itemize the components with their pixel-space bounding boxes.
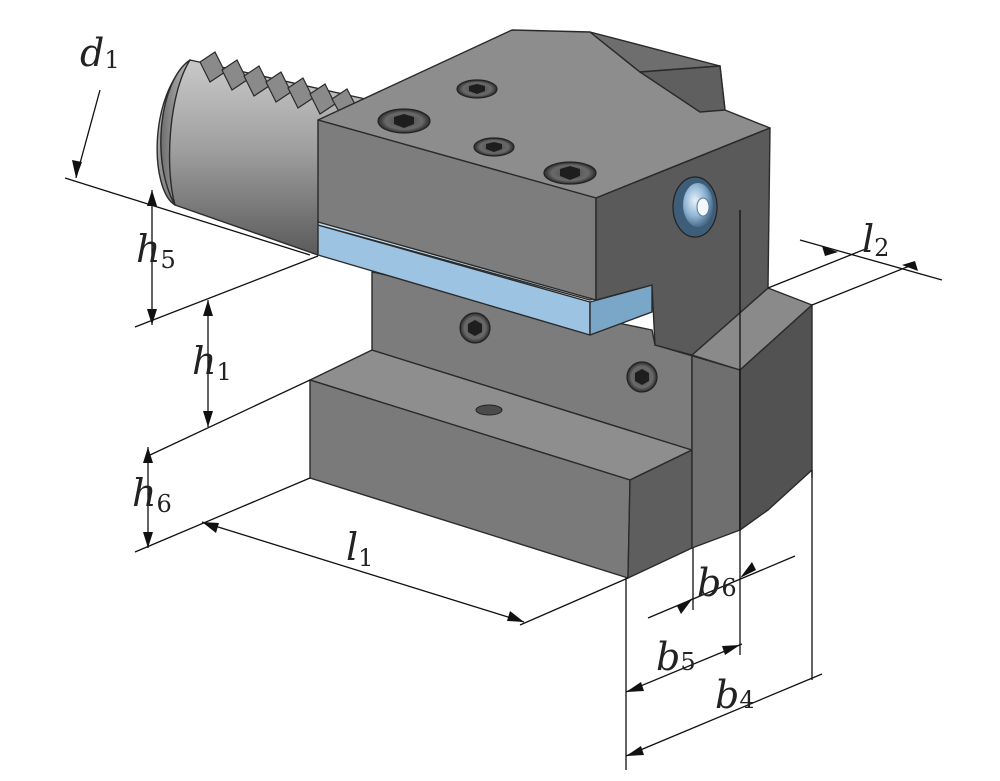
top-rear-face bbox=[639, 65, 726, 113]
h5-extension bbox=[134, 255, 319, 328]
top-screw-1 bbox=[377, 108, 431, 134]
dimension-labels: d1 h5 h1 h6 l1 l2 b6 b5 b4 bbox=[80, 31, 889, 717]
coolant-port bbox=[672, 176, 718, 238]
base-hole bbox=[475, 404, 503, 416]
front-screw-1 bbox=[459, 312, 491, 344]
l1-dim bbox=[201, 521, 525, 623]
l2-extension-1 bbox=[767, 247, 869, 289]
h1-label: h1 bbox=[192, 339, 232, 386]
dimension-lines bbox=[64, 89, 943, 770]
d1-label: d1 bbox=[80, 31, 120, 75]
b6-arrow-left bbox=[677, 598, 693, 614]
middle-web bbox=[371, 271, 693, 451]
b4-label: b4 bbox=[715, 673, 755, 717]
h6-arrow-bottom bbox=[143, 532, 153, 548]
l1-arrow-right bbox=[507, 611, 524, 622]
b4-dim bbox=[625, 673, 823, 757]
h5-label: h5 bbox=[136, 227, 176, 274]
h1-arrow-bottom bbox=[203, 411, 213, 427]
h1-extension bbox=[149, 379, 311, 456]
shank bbox=[156, 51, 371, 256]
d1-extension bbox=[64, 177, 311, 256]
b6-label: b6 bbox=[697, 561, 737, 605]
l1-extension-right bbox=[519, 577, 629, 626]
top-side-face bbox=[595, 127, 771, 356]
b5-label: b5 bbox=[656, 635, 696, 679]
l2-label: l2 bbox=[862, 217, 889, 262]
b6-arrow-right bbox=[740, 562, 756, 578]
h6-label: h6 bbox=[132, 471, 172, 518]
top-screw-3 bbox=[473, 137, 515, 157]
l2-extension-2 bbox=[811, 264, 913, 306]
base-block bbox=[309, 349, 693, 579]
l2-arrow-left bbox=[822, 246, 838, 256]
h6-arrow-top bbox=[143, 447, 153, 463]
l1-label: l1 bbox=[346, 525, 373, 572]
l2-arrow-right bbox=[902, 261, 918, 271]
top-screw-4 bbox=[543, 161, 597, 185]
b5-arrow-left bbox=[626, 682, 644, 692]
h6-extension bbox=[134, 477, 311, 553]
h1-arrow-top bbox=[203, 300, 213, 316]
b6-dim bbox=[647, 555, 796, 619]
top-screw-2 bbox=[456, 79, 498, 99]
front-screw-2 bbox=[626, 361, 658, 393]
shank-end-face bbox=[160, 59, 191, 206]
h5-arrow-top bbox=[147, 190, 157, 206]
shank-serrations bbox=[199, 51, 358, 118]
h5-arrow-bottom bbox=[147, 309, 157, 325]
b5-arrow-right bbox=[722, 645, 740, 655]
l1-arrow-left bbox=[202, 522, 219, 533]
d1-arrow bbox=[72, 160, 82, 178]
top-block bbox=[317, 29, 771, 356]
b5-dim bbox=[625, 643, 743, 693]
b4-arrow-left bbox=[626, 746, 644, 756]
